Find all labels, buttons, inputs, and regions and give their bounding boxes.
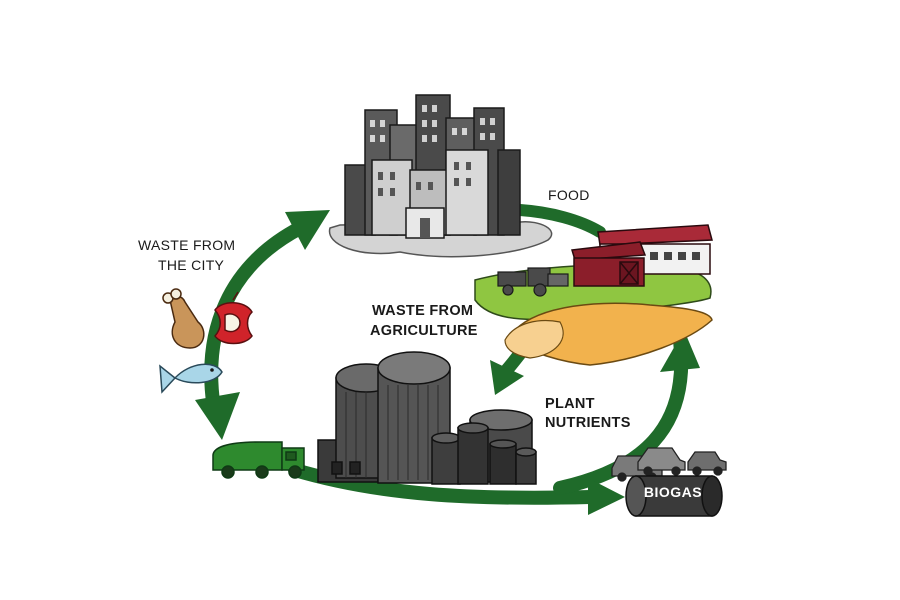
fish-icon (159, 363, 223, 394)
label-waste-city-2: THE CITY (158, 257, 225, 273)
apple-core-icon (214, 291, 253, 345)
arrowhead-city (285, 210, 330, 250)
arrowhead-biogas (588, 478, 625, 515)
label-plant-1: PLANT (545, 396, 595, 412)
arrow-heads (195, 210, 700, 515)
chicken-leg-icon (162, 288, 205, 349)
arrowhead-fields (660, 330, 700, 372)
orange-field (514, 302, 713, 366)
city-buildings-icon (328, 94, 553, 258)
arrow-food (514, 204, 606, 238)
label-waste-agri-2: AGRICULTURE (370, 323, 478, 339)
farm-barn-icon (571, 224, 713, 287)
arrowhead-truck (195, 392, 240, 440)
label-waste-city-1: WASTE FROM (138, 237, 236, 253)
label-waste-agri-1: WASTE FROM (372, 303, 474, 319)
label-food: FOOD (548, 187, 590, 203)
biogas-plant-icon (317, 351, 537, 485)
gas-cylinder-icon (625, 475, 723, 517)
garbage-truck-icon (212, 441, 305, 479)
label-plant-2: NUTRIENTS (545, 415, 631, 431)
label-biogas: BIOGAS (643, 484, 703, 500)
tractor-icon (497, 267, 569, 297)
car-icon (611, 447, 727, 482)
arrowhead-agri (490, 360, 524, 395)
